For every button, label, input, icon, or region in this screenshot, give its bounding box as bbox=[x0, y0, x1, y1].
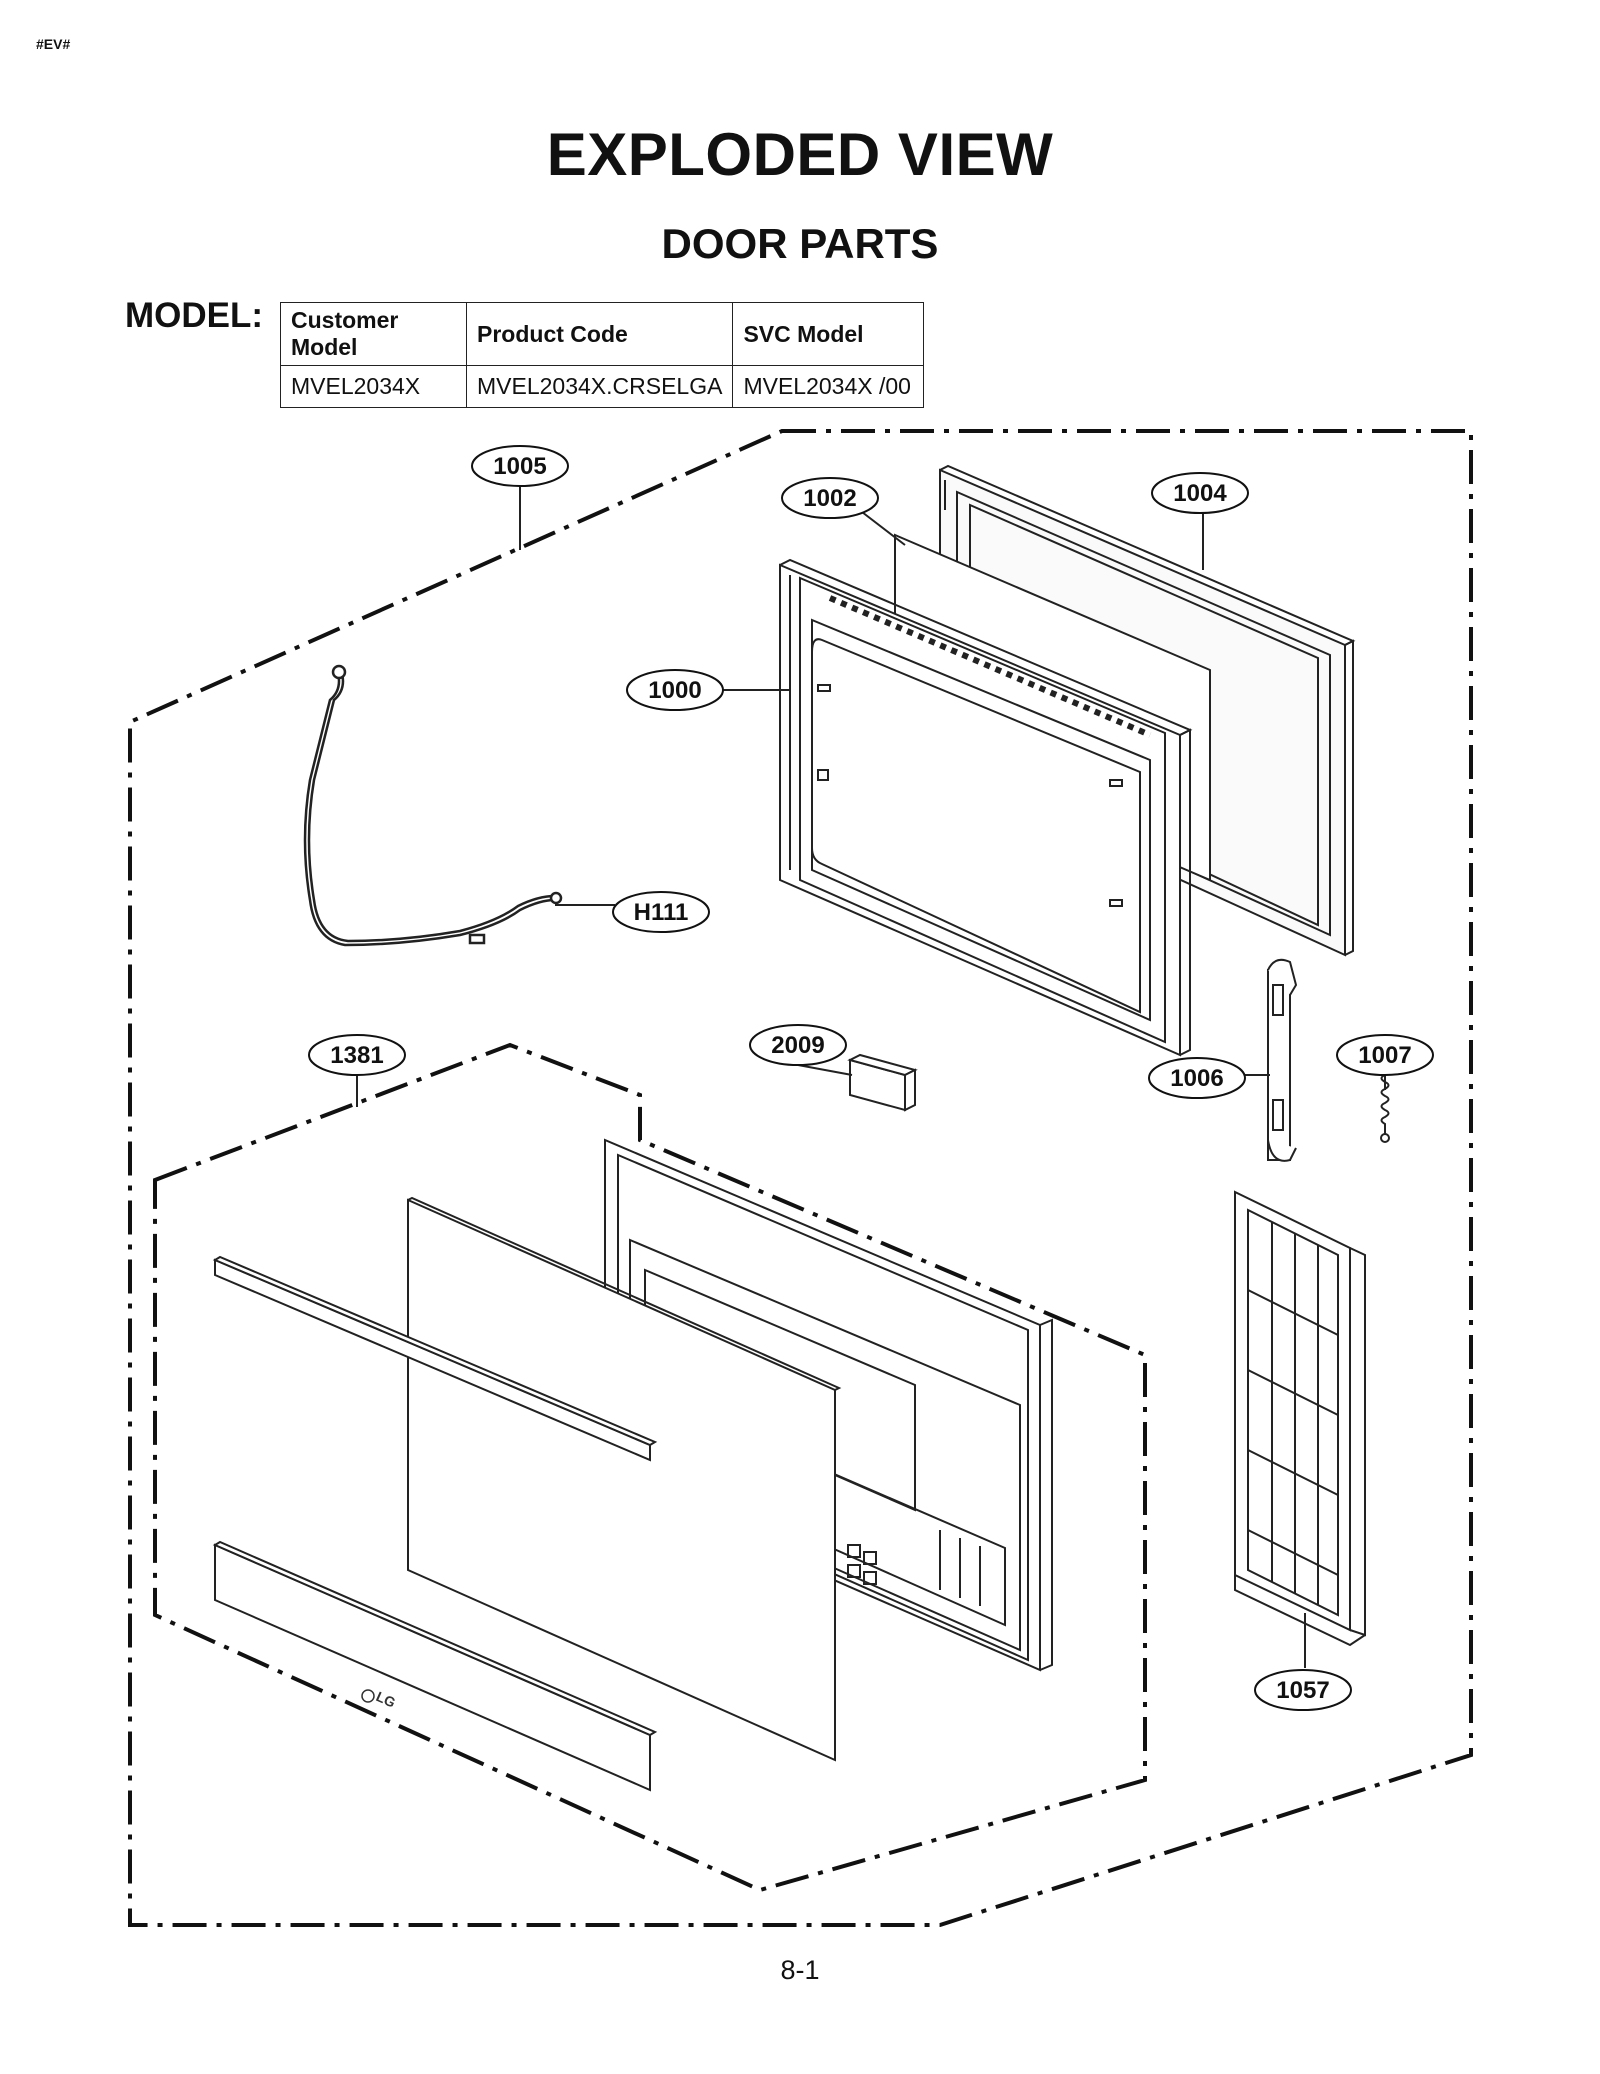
callout-1007-label: 1007 bbox=[1358, 1042, 1411, 1069]
callout-1057-label: 1057 bbox=[1276, 1677, 1329, 1704]
part-1006-hook bbox=[1267, 958, 1298, 1162]
part-2009-bracket bbox=[847, 1053, 918, 1112]
callout-1057: 1057 bbox=[1254, 1669, 1352, 1711]
lg-logo-mark bbox=[361, 1689, 375, 1703]
callout-1000: 1000 bbox=[626, 669, 724, 711]
col-svc-model: SVC Model bbox=[732, 302, 925, 366]
part-1381-glass-panel bbox=[407, 1196, 842, 1762]
document-tag: #EV# bbox=[36, 36, 71, 52]
callout-1004-label: 1004 bbox=[1173, 480, 1227, 507]
callout-2009-label: 2009 bbox=[771, 1032, 824, 1059]
leader-lines bbox=[356, 485, 1386, 1668]
callout-1002: 1002 bbox=[781, 477, 879, 519]
svc-model-value: MVEL2034X /00 bbox=[732, 365, 925, 408]
model-label: MODEL: bbox=[125, 296, 264, 335]
model-table-header-row: Customer Model Product Code SVC Model bbox=[280, 302, 925, 366]
callout-1006-label: 1006 bbox=[1170, 1065, 1223, 1092]
lg-logo: LG bbox=[374, 1688, 398, 1711]
outer-assembly-boundary bbox=[128, 429, 1473, 1927]
part-1057-grille bbox=[1234, 1190, 1366, 1647]
callout-1002-label: 1002 bbox=[803, 485, 856, 512]
page-title: EXPLODED VIEW bbox=[546, 121, 1054, 188]
page-subtitle: DOOR PARTS bbox=[661, 220, 939, 267]
callout-h111: H111 bbox=[612, 891, 710, 933]
inner-assembly-boundary bbox=[153, 1042, 1147, 1893]
callout-1006: 1006 bbox=[1148, 1057, 1246, 1099]
model-table-row: MVEL2034X MVEL2034X.CRSELGA MVEL2034X /0… bbox=[280, 365, 925, 408]
part-h111-harness bbox=[303, 664, 563, 947]
part-1381-top-trim bbox=[212, 1255, 658, 1462]
callout-1381: 1381 bbox=[308, 1034, 406, 1076]
callout-1005: 1005 bbox=[471, 445, 569, 487]
callout-1000-label: 1000 bbox=[648, 677, 701, 704]
product-code-value: MVEL2034X.CRSELGA bbox=[465, 365, 734, 408]
part-1000-door-frame bbox=[779, 558, 1193, 1057]
callout-2009: 2009 bbox=[749, 1024, 847, 1066]
callout-1007: 1007 bbox=[1336, 1034, 1434, 1076]
customer-model-value: MVEL2034X bbox=[280, 365, 467, 408]
page-number: 8-1 bbox=[780, 1955, 820, 1985]
callout-1004: 1004 bbox=[1151, 472, 1249, 514]
part-1381-bottom-trim bbox=[212, 1540, 658, 1792]
model-table: Customer Model Product Code SVC Model MV… bbox=[280, 302, 925, 408]
callout-1005-label: 1005 bbox=[493, 453, 546, 480]
callout-h111-label: H111 bbox=[634, 899, 689, 926]
callout-1381-label: 1381 bbox=[330, 1042, 383, 1069]
